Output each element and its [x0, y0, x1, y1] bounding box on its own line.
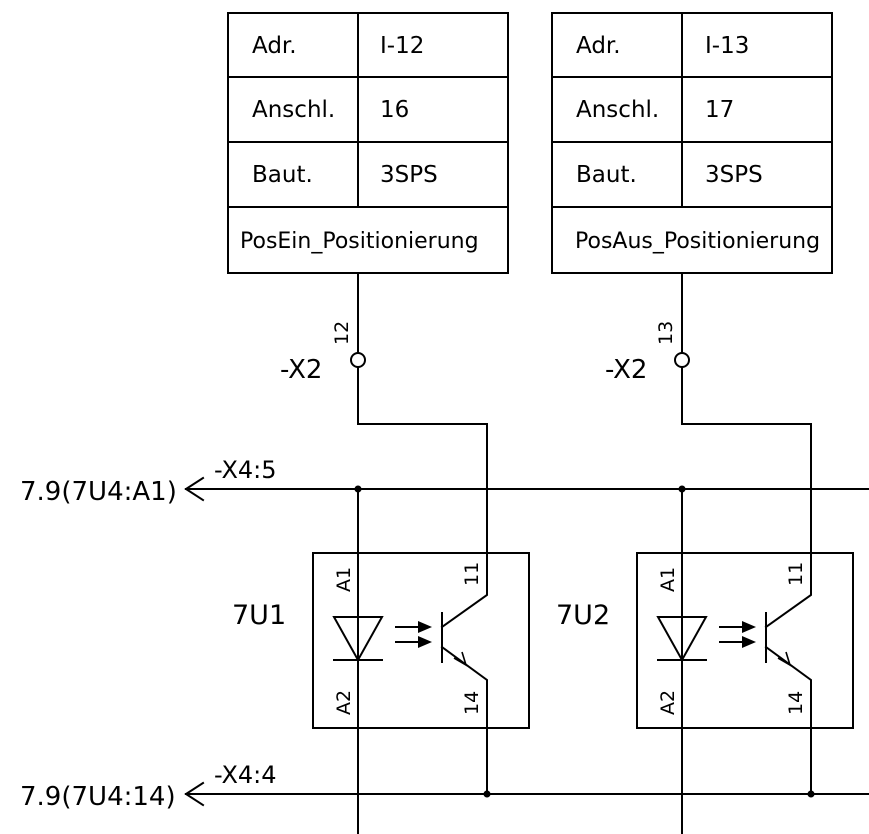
plc-block-1-adr-label: Adr.: [252, 33, 297, 59]
plc-block-1-anschl-label: Anschl.: [252, 97, 335, 123]
terminal-1-strip-label: -X2: [280, 355, 322, 385]
plc-block-1: Adr. I-12 Anschl. 16 Baut. 3SPS PosEin_P…: [227, 12, 509, 274]
plc-block-2-adr-label: Adr.: [576, 33, 621, 59]
plc-block-2-anschl-value: 17: [705, 97, 734, 123]
plc-block-2-baut-label: Baut.: [576, 162, 637, 188]
plc-block-2-baut-value: 3SPS: [705, 162, 763, 188]
plc-block-2: Adr. I-13 Anschl. 17 Baut. 3SPS PosAus_P…: [551, 12, 833, 274]
signal-wire-2: [674, 272, 812, 554]
bus-line-1: [184, 476, 869, 502]
bus-2-crossref: 7.9(7U4:14): [20, 782, 176, 812]
plc-block-1-baut-value: 3SPS: [380, 162, 438, 188]
phototransistor-icon: [440, 552, 488, 729]
pin-label-a1: A1: [657, 567, 679, 592]
pin-label-11: 11: [461, 562, 483, 586]
arrow-left-icon: [184, 476, 205, 502]
pin-label-a1: A1: [333, 567, 355, 592]
terminal-2-connection-point: [674, 352, 690, 368]
pin-label-a2: A2: [657, 690, 679, 715]
plc-block-2-signal-name: PosAus_Positionierung: [575, 229, 820, 254]
pin-label-a2: A2: [333, 690, 355, 715]
phototransistor-icon: [764, 552, 812, 729]
led-icon: [332, 616, 384, 663]
arrow-left-icon: [184, 781, 205, 807]
bus-line-2: [184, 781, 869, 807]
optocoupler-7u1-frame: [312, 552, 530, 729]
plc-block-1-anschl-value: 16: [380, 97, 409, 123]
wire-segment: [681, 366, 812, 554]
plc-block-1-baut-label: Baut.: [252, 162, 313, 188]
optocoupler-7u2: A1 A2 11 14: [636, 488, 854, 834]
plc-block-1-adr-value: I-12: [380, 33, 424, 59]
plc-block-2-anschl-label: Anschl.: [576, 97, 659, 123]
bus-2-terminal: -X4:4: [214, 761, 277, 789]
signal-wire-1: [350, 272, 488, 554]
light-arrows-icon: [719, 621, 756, 648]
led-icon: [656, 616, 708, 663]
device-tag-7u1: 7U1: [232, 600, 286, 631]
pin-label-14: 14: [785, 691, 807, 715]
pin-label-11: 11: [785, 562, 807, 586]
plc-block-2-adr-value: I-13: [705, 33, 749, 59]
optocoupler-7u2-frame: [636, 552, 854, 729]
light-arrows-icon: [395, 621, 432, 648]
terminal-1-number: 12: [331, 321, 353, 345]
terminal-2-strip-label: -X2: [605, 355, 647, 385]
wire-segment: [357, 366, 488, 554]
terminal-2-number: 13: [655, 321, 677, 345]
bus-1-terminal: -X4:5: [214, 456, 277, 484]
bus-1-crossref: 7.9(7U4:A1): [20, 477, 177, 507]
optocoupler-7u1: A1 A2 11 14: [312, 488, 530, 834]
pin-label-14: 14: [461, 691, 483, 715]
device-tag-7u2: 7U2: [556, 600, 610, 631]
plc-block-1-signal-name: PosEin_Positionierung: [240, 229, 479, 254]
terminal-1-connection-point: [350, 352, 366, 368]
